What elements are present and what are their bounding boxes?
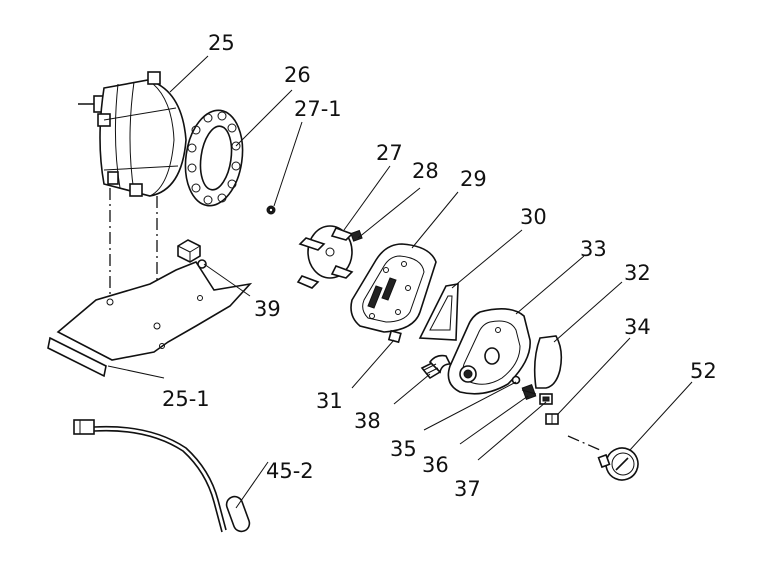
part-labels: 25 26 27-1 27 28 29 30 33 32 34 52 39 25… bbox=[162, 31, 717, 501]
label-35: 35 bbox=[390, 437, 417, 461]
label-39: 39 bbox=[254, 297, 281, 321]
seal-part-31 bbox=[387, 329, 402, 344]
label-36: 36 bbox=[422, 453, 449, 477]
label-45-2: 45-2 bbox=[266, 459, 314, 483]
elbow-part-38 bbox=[420, 354, 452, 380]
nut-part-27-1 bbox=[266, 205, 276, 215]
screw-part-36 bbox=[521, 384, 537, 400]
label-32: 32 bbox=[624, 261, 651, 285]
label-38: 38 bbox=[354, 409, 381, 433]
label-25: 25 bbox=[208, 31, 235, 55]
label-52: 52 bbox=[690, 359, 717, 383]
label-27-1: 27-1 bbox=[294, 97, 342, 121]
motor-part-25 bbox=[78, 71, 187, 197]
label-30: 30 bbox=[520, 205, 547, 229]
label-37: 37 bbox=[454, 477, 481, 501]
label-34: 34 bbox=[624, 315, 651, 339]
gauge-part-52 bbox=[567, 435, 639, 481]
gasket-part-30 bbox=[418, 283, 459, 341]
label-31: 31 bbox=[316, 389, 343, 413]
key-part-28 bbox=[350, 229, 363, 242]
impeller-part-27 bbox=[296, 225, 354, 289]
ring-part-26 bbox=[184, 109, 244, 207]
label-26: 26 bbox=[284, 63, 311, 87]
cover-part-33 bbox=[447, 308, 531, 395]
cap-part-32 bbox=[533, 335, 563, 389]
bolt-part-34 bbox=[545, 413, 559, 425]
plug-part-37 bbox=[539, 393, 553, 405]
leader-lines bbox=[107, 55, 693, 509]
bracket-part-25-1 bbox=[47, 261, 253, 378]
housing-part-29 bbox=[350, 243, 437, 333]
label-28: 28 bbox=[412, 159, 439, 183]
label-25-1: 25-1 bbox=[162, 387, 210, 411]
label-27: 27 bbox=[376, 141, 403, 165]
block-part-39 bbox=[177, 239, 207, 269]
sensor-part-45-2 bbox=[73, 419, 251, 533]
label-29: 29 bbox=[460, 167, 487, 191]
label-33: 33 bbox=[580, 237, 607, 261]
washer-part-35 bbox=[511, 375, 521, 385]
